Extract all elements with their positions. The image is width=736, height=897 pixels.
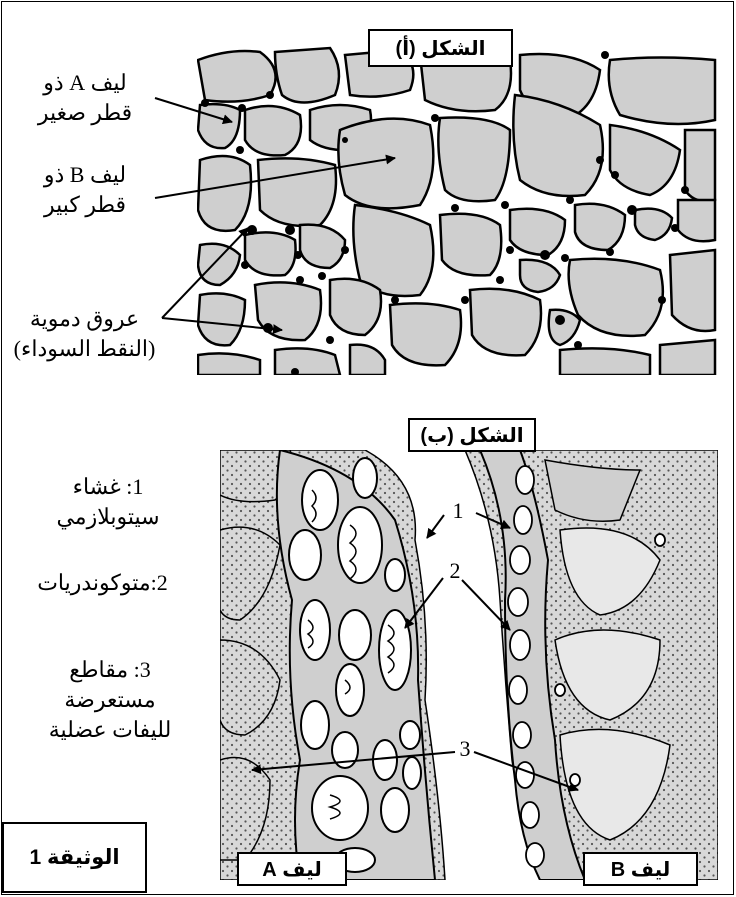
label-fiber-a: ليف A ذو قطر صغير (10, 68, 160, 128)
marker-number-2: 2 (440, 556, 470, 586)
legend-myofibrils-line3: لليفات عضلية (25, 715, 195, 745)
label-fiber-b: ليف B ذو قطر كبير (10, 160, 160, 220)
fiber-a-label: ليف A (237, 852, 347, 886)
legend-membrane-line1: 1: غشاء (28, 472, 188, 502)
legend-membrane: 1: غشاء سيتوبلازمي (28, 472, 188, 532)
marker-number-1: 1 (443, 496, 473, 526)
fiber-b-label: ليف B (583, 852, 698, 886)
label-blood-vessels-line2: (النقط السوداء) (2, 334, 167, 364)
legend-myofibrils-line1: 3: مقاطع (25, 655, 195, 685)
marker-number-3: 3 (450, 734, 480, 764)
figure-a-title: الشكل (أ) (368, 29, 513, 67)
legend-membrane-line2: سيتوبلازمي (28, 502, 188, 532)
label-fiber-a-line2: قطر صغير (10, 98, 160, 128)
label-fiber-b-line1: ليف B ذو (10, 160, 160, 190)
label-blood-vessels-line1: عروق دموية (2, 304, 167, 334)
legend-myofibrils: 3: مقاطع مستعرضة لليفات عضلية (25, 655, 195, 745)
document-label: الوثيقة 1 (2, 822, 147, 893)
figure-a-tissue (197, 45, 718, 376)
legend-mitochondria: 2:متوكوندريات (5, 568, 200, 598)
legend-myofibrils-line2: مستعرضة (25, 685, 195, 715)
label-fiber-b-line2: قطر كبير (10, 190, 160, 220)
figure-b-title: الشكل (ب) (408, 418, 536, 452)
label-fiber-a-line1: ليف A ذو (10, 68, 160, 98)
label-blood-vessels: عروق دموية (النقط السوداء) (2, 304, 167, 364)
